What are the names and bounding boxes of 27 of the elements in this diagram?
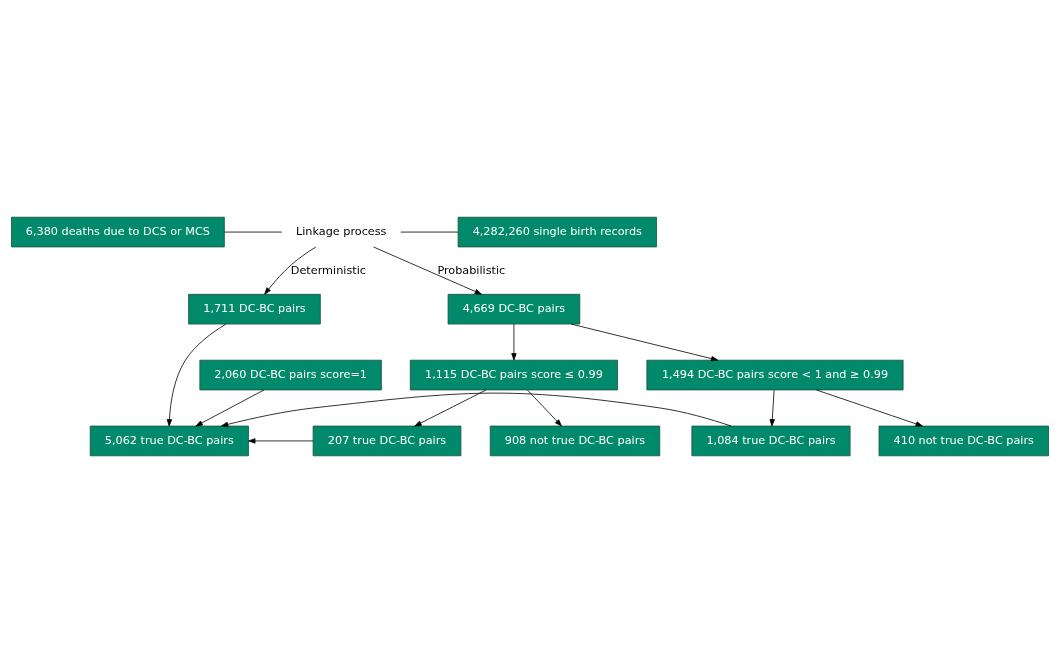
arrow <box>769 389 775 426</box>
arrow <box>527 389 562 426</box>
node-box: 1,494 DC-BC pairs score < 1 and ≥ 0.99 <box>646 359 904 390</box>
node-box: 1,711 DC-BC pairs <box>188 293 321 324</box>
arrow <box>414 389 487 426</box>
node-box: 908 not true DC-BC pairs <box>489 425 661 456</box>
arrow <box>264 246 317 295</box>
node-text: Linkage process <box>295 224 387 238</box>
arrow <box>511 323 517 360</box>
arrow <box>195 389 265 426</box>
node-box: 207 true DC-BC pairs <box>312 425 462 456</box>
node-box: 1,084 true DC-BC pairs <box>691 425 851 456</box>
node-box: 2,060 DC-BC pairs score=1 <box>199 359 382 390</box>
node-box: 4,282,260 single birth records <box>457 216 657 247</box>
arrow <box>373 246 482 295</box>
node-box: 410 not true DC-BC pairs <box>878 425 1049 456</box>
edge-label: Probabilistic <box>437 263 506 277</box>
node-box: 6,380 deaths due to DCS or MCS <box>11 216 225 247</box>
node-box: 4,669 DC-BC pairs <box>447 293 581 324</box>
arrow <box>221 392 732 427</box>
node-box: 5,062 true DC-BC pairs <box>89 425 249 456</box>
arrow <box>816 389 923 426</box>
arrow <box>570 323 719 361</box>
arrow <box>248 437 314 444</box>
arrow <box>166 323 227 426</box>
node-box: 1,115 DC-BC pairs score ≤ 0.99 <box>409 359 618 390</box>
edge-label: Deterministic <box>290 263 366 277</box>
